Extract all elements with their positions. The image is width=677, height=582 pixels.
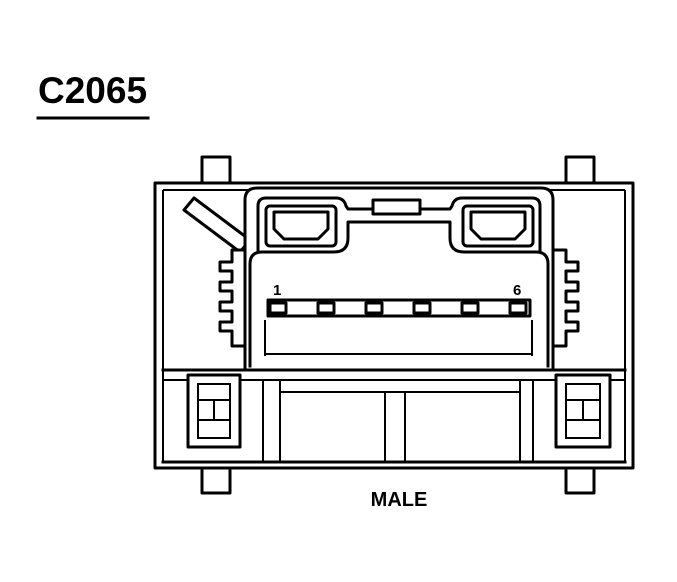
center-key [371,198,422,216]
pin [268,301,288,315]
left-lock-block [186,373,242,449]
connector-id: C2065 [38,70,147,111]
pin-1-label: 1 [273,282,281,299]
top-right-tab [564,155,596,185]
cavity-inner-wall [264,320,533,356]
pin [316,301,336,315]
left-latch-window-inner [272,210,330,241]
pin-6-label: 6 [513,282,521,299]
pin [508,301,528,315]
lower-posts [262,380,534,462]
bottom-right-tab [564,466,596,495]
bottom-left-tab [200,466,232,495]
right-latch-window-inner [469,210,527,241]
top-left-tab [200,155,232,185]
pin [460,301,480,315]
right-lock-block [554,373,612,449]
terminal-cavity [248,220,550,368]
connector-gender-label: MALE [371,489,428,511]
left-side-ribs [218,248,245,348]
pin [412,301,432,315]
pin-header [266,298,532,318]
pin [364,301,384,315]
right-side-ribs [553,248,580,348]
